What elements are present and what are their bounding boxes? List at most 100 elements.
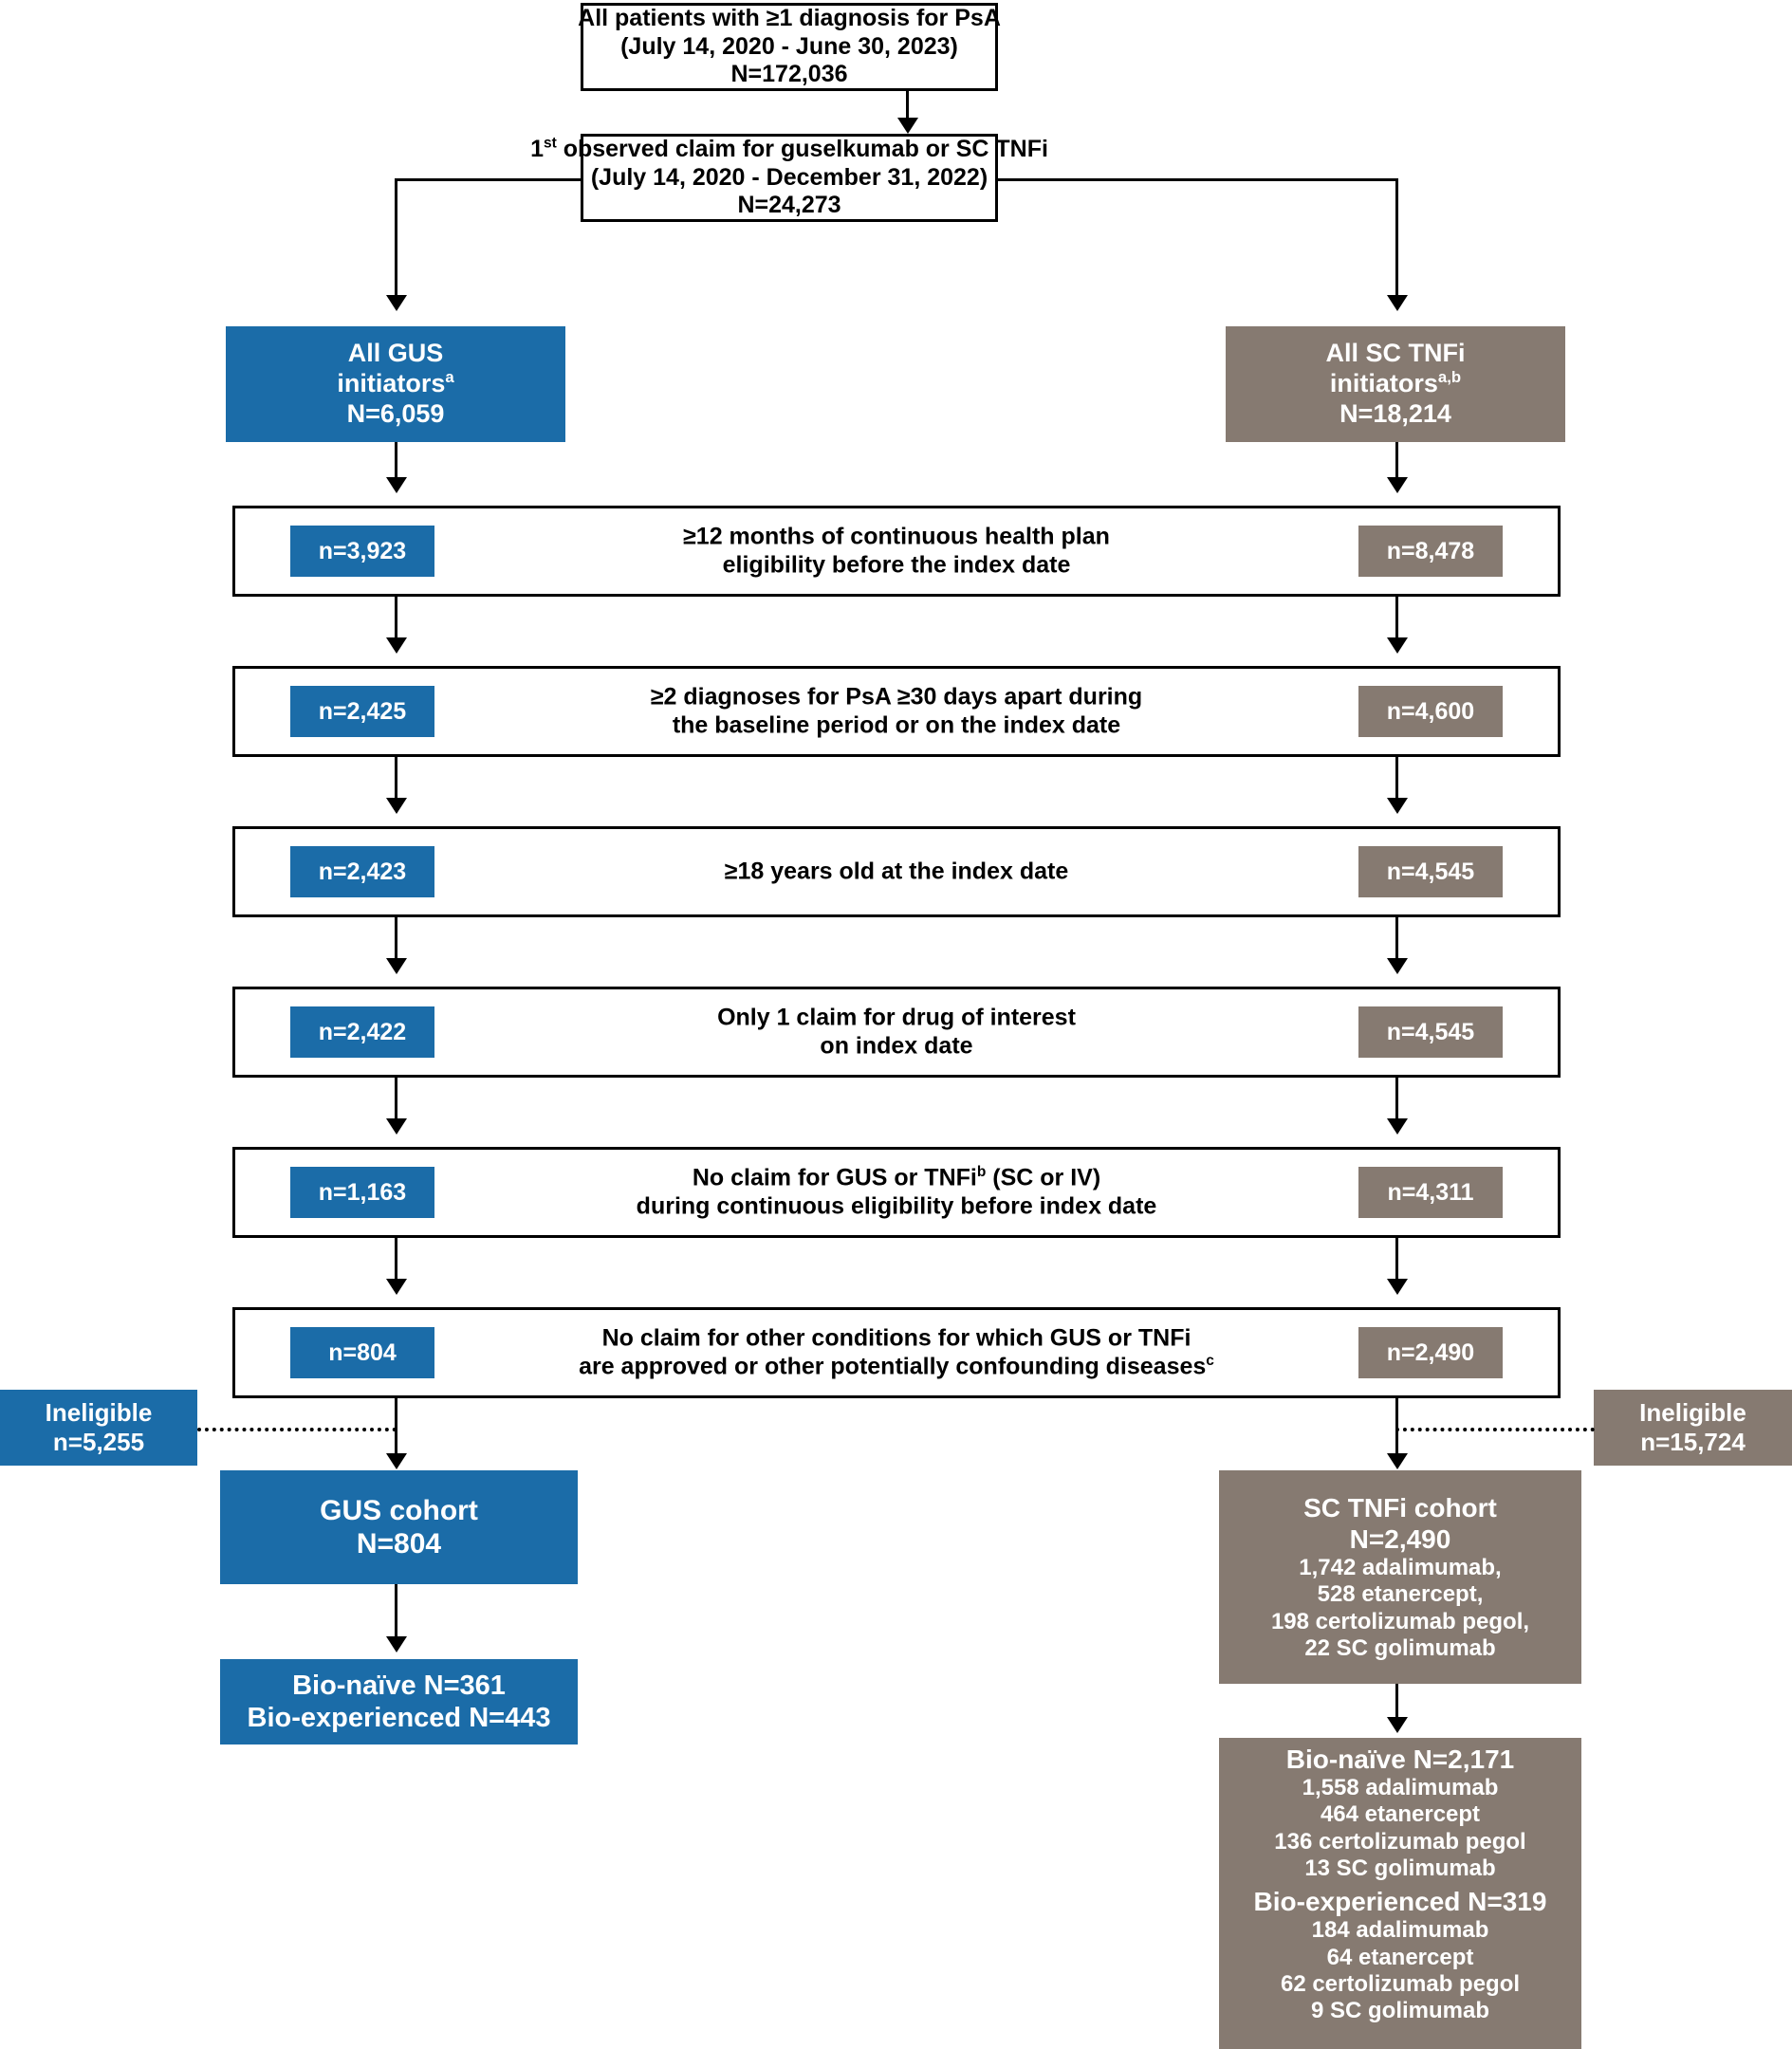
tnfi-bio-experienced-etanercept: 64 etanercept bbox=[1326, 1944, 1474, 1970]
connector-c6-to-gus-cohort bbox=[395, 1398, 397, 1460]
arrowhead-to-gus-initiators bbox=[386, 295, 407, 311]
gus-ineligible-value: n=5,255 bbox=[52, 1428, 145, 1456]
arrowhead-c5-to-c6-right bbox=[1387, 1279, 1408, 1295]
gus-initiators-box: All GUS initiatorsa N=6,059 bbox=[226, 326, 565, 442]
gus-bio-box: Bio-naïve N=361 Bio-experienced N=443 bbox=[220, 1659, 578, 1744]
connector-c2-to-c3-right bbox=[1395, 757, 1398, 804]
first-claim-line-3: N=24,273 bbox=[737, 192, 841, 219]
tnfi-cohort-box: SC TNFi cohort N=2,490 1,742 adalimumab,… bbox=[1219, 1470, 1581, 1684]
tnfi-bio-box: Bio-naïve N=2,171 1,558 adalimumab 464 e… bbox=[1219, 1738, 1581, 2049]
criteria-3-tnfi-count: n=4,545 bbox=[1358, 846, 1503, 897]
arrowhead-c4-to-c5-left bbox=[386, 1118, 407, 1135]
arrowhead-c3-to-c4-left bbox=[386, 958, 407, 974]
tnfi-bio-experienced-header: Bio-experienced N=319 bbox=[1253, 1887, 1547, 1917]
connector-c4-to-c5-left bbox=[395, 1078, 397, 1125]
first-claim-line-2: (July 14, 2020 - December 31, 2022) bbox=[590, 163, 988, 191]
gus-ineligible-leader bbox=[197, 1428, 397, 1431]
arrowhead-to-tnfi-initiators bbox=[1387, 295, 1408, 311]
arrowhead-c2-to-c3-left bbox=[386, 798, 407, 814]
criteria-6-gus-count: n=804 bbox=[290, 1327, 434, 1378]
tnfi-bio-experienced-adalimumab: 184 adalimumab bbox=[1311, 1917, 1489, 1944]
connector-tnfi-cohort-to-bio bbox=[1395, 1684, 1398, 1724]
connector-split-left-down bbox=[395, 178, 397, 305]
gus-cohort-title: GUS cohort bbox=[320, 1494, 478, 1526]
tnfi-bio-naive-header: Bio-naïve N=2,171 bbox=[1285, 1744, 1515, 1774]
first-claim-line-1: 1st observed claim for guselkumab or SC … bbox=[530, 135, 1048, 163]
tnfi-cohort-detail-etanercept: 528 etanercept, bbox=[1317, 1581, 1484, 1608]
arrowhead-c6-to-tnfi-cohort bbox=[1387, 1453, 1408, 1469]
criteria-row-6: n=804 No claim for other conditions for … bbox=[232, 1307, 1561, 1398]
arrowhead-c1-to-c2-right bbox=[1387, 637, 1408, 654]
first-claim-box: 1st observed claim for guselkumab or SC … bbox=[530, 134, 1048, 222]
connector-c1-to-c2-right bbox=[1395, 597, 1398, 644]
arrowhead-tnfi-cohort-to-bio bbox=[1387, 1717, 1408, 1733]
gus-ineligible-label: Ineligible bbox=[45, 1398, 153, 1428]
arrowhead-c6-to-gus-cohort bbox=[386, 1453, 407, 1469]
criteria-1-gus-count: n=3,923 bbox=[290, 526, 434, 577]
arrowhead-tnfi-init-to-c1 bbox=[1387, 477, 1408, 493]
source-line-2: (July 14, 2020 - June 30, 2023) bbox=[620, 32, 958, 60]
connector-split-right-down bbox=[1395, 178, 1398, 305]
connector-c2-to-c3-left bbox=[395, 757, 397, 804]
tnfi-initiators-line-1: All SC TNFi bbox=[1325, 339, 1466, 368]
criteria-row-5: n=1,163 No claim for GUS or TNFib (SC or… bbox=[232, 1147, 1561, 1238]
gus-cohort-box: GUS cohort N=804 bbox=[220, 1470, 578, 1584]
criteria-6-tnfi-count: n=2,490 bbox=[1358, 1327, 1503, 1378]
criteria-3-gus-count: n=2,423 bbox=[290, 846, 434, 897]
criteria-4-label: Only 1 claim for drug of interest on ind… bbox=[717, 1004, 1076, 1060]
connector-source-to-firstclaim bbox=[906, 91, 909, 129]
connector-c3-to-c4-right bbox=[1395, 917, 1398, 965]
tnfi-bio-experienced-golimumab: 9 SC golimumab bbox=[1310, 1998, 1490, 2024]
arrowhead-c3-to-c4-right bbox=[1387, 958, 1408, 974]
arrowhead-gus-cohort-to-bio bbox=[386, 1636, 407, 1652]
tnfi-cohort-detail-certolizumab: 198 certolizumab pegol, bbox=[1270, 1608, 1530, 1634]
criteria-2-tnfi-count: n=4,600 bbox=[1358, 686, 1503, 737]
tnfi-cohort-title: SC TNFi cohort bbox=[1303, 1492, 1497, 1523]
arrowhead-c4-to-c5-right bbox=[1387, 1118, 1408, 1135]
criteria-row-3: n=2,423 ≥18 years old at the index date … bbox=[232, 826, 1561, 917]
gus-bio-naive: Bio-naïve N=361 bbox=[292, 1670, 506, 1701]
arrowhead-c1-to-c2-left bbox=[386, 637, 407, 654]
tnfi-cohort-n: N=2,490 bbox=[1349, 1523, 1451, 1554]
arrowhead-source-to-firstclaim bbox=[897, 118, 918, 134]
gus-cohort-n: N=804 bbox=[356, 1528, 442, 1560]
tnfi-ineligible-value: n=15,724 bbox=[1640, 1428, 1746, 1456]
arrowhead-c5-to-c6-left bbox=[386, 1279, 407, 1295]
source-line-3: N=172,036 bbox=[730, 61, 848, 88]
connector-c5-to-c6-right bbox=[1395, 1238, 1398, 1285]
connector-gus-cohort-to-bio bbox=[395, 1584, 397, 1643]
tnfi-cohort-detail-golimumab: 22 SC golimumab bbox=[1304, 1634, 1496, 1661]
tnfi-initiators-line-3: N=18,214 bbox=[1339, 398, 1451, 428]
criteria-6-label: No claim for other conditions for which … bbox=[579, 1324, 1214, 1380]
connector-tnfi-init-to-c1 bbox=[1395, 442, 1398, 484]
connector-split-left bbox=[395, 178, 582, 181]
tnfi-bio-naive-golimumab: 13 SC golimumab bbox=[1304, 1855, 1496, 1881]
connector-c6-to-tnfi-cohort bbox=[1395, 1398, 1398, 1460]
tnfi-bio-experienced-certolizumab: 62 certolizumab pegol bbox=[1280, 1970, 1521, 1997]
tnfi-bio-naive-certolizumab: 136 certolizumab pegol bbox=[1274, 1828, 1526, 1855]
tnfi-ineligible-leader bbox=[1395, 1428, 1595, 1431]
criteria-row-1: n=3,923 ≥12 months of continuous health … bbox=[232, 506, 1561, 597]
criteria-1-tnfi-count: n=8,478 bbox=[1358, 526, 1503, 577]
criteria-5-label: No claim for GUS or TNFib (SC or IV) dur… bbox=[636, 1164, 1157, 1220]
criteria-4-tnfi-count: n=4,545 bbox=[1358, 1006, 1503, 1058]
gus-initiators-line-2: initiatorsa bbox=[337, 368, 454, 398]
criteria-1-label: ≥12 months of continuous health plan eli… bbox=[683, 523, 1110, 579]
arrowhead-c2-to-c3-right bbox=[1387, 798, 1408, 814]
tnfi-ineligible-label: Ineligible bbox=[1639, 1398, 1746, 1428]
gus-initiators-line-3: N=6,059 bbox=[346, 398, 445, 428]
criteria-row-4: n=2,422 Only 1 claim for drug of interes… bbox=[232, 987, 1561, 1078]
gus-ineligible-box: Ineligible n=5,255 bbox=[0, 1390, 197, 1466]
criteria-5-tnfi-count: n=4,311 bbox=[1358, 1167, 1503, 1218]
criteria-4-gus-count: n=2,422 bbox=[290, 1006, 434, 1058]
tnfi-bio-naive-etanercept: 464 etanercept bbox=[1320, 1801, 1481, 1828]
connector-gus-init-to-c1 bbox=[395, 442, 397, 484]
criteria-2-gus-count: n=2,425 bbox=[290, 686, 434, 737]
gus-bio-experienced: Bio-experienced N=443 bbox=[247, 1703, 551, 1733]
source-line-1: All patients with ≥1 diagnosis for PsA bbox=[578, 5, 1001, 32]
arrowhead-gus-init-to-c1 bbox=[386, 477, 407, 493]
connector-c3-to-c4-left bbox=[395, 917, 397, 965]
criteria-row-2: n=2,425 ≥2 diagnoses for PsA ≥30 days ap… bbox=[232, 666, 1561, 757]
tnfi-ineligible-box: Ineligible n=15,724 bbox=[1594, 1390, 1792, 1466]
